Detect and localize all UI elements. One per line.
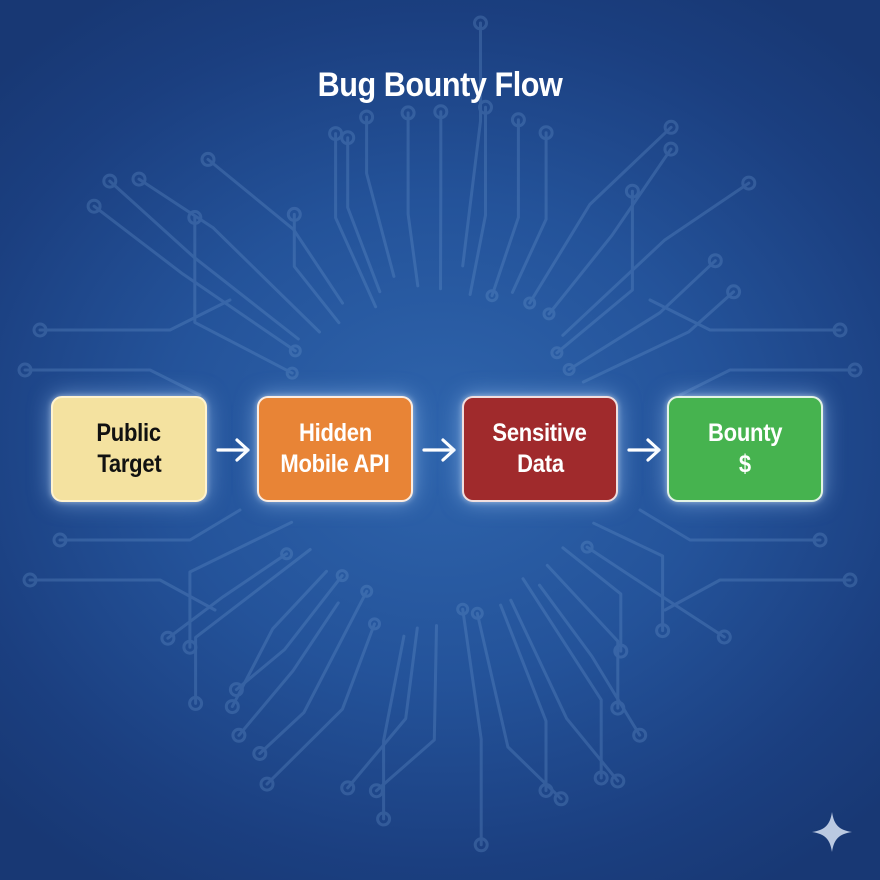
sparkle-icon xyxy=(812,812,852,852)
step-label-line1: Bounty xyxy=(707,419,783,447)
arrow-right-icon xyxy=(422,438,456,462)
arrow-right-icon xyxy=(627,438,661,462)
step-label-line2: $ xyxy=(739,450,751,478)
step-sensitive-data: Sensitive Data xyxy=(462,396,618,502)
arrow-right-icon xyxy=(216,438,250,462)
step-label-line2: Data xyxy=(516,450,564,478)
diagram-title: Bug Bounty Flow xyxy=(317,66,563,104)
step-label-line1: Sensitive xyxy=(492,419,588,447)
step-hidden-mobile-api: Hidden Mobile API xyxy=(257,396,413,502)
step-bounty: Bounty $ xyxy=(667,396,823,502)
step-label-line2: Target xyxy=(96,450,162,478)
step-public-target: Public Target xyxy=(51,396,207,502)
step-label-line1: Hidden xyxy=(298,419,372,447)
step-label-line1: Public xyxy=(96,419,162,447)
step-label-line2: Mobile API xyxy=(280,450,390,478)
